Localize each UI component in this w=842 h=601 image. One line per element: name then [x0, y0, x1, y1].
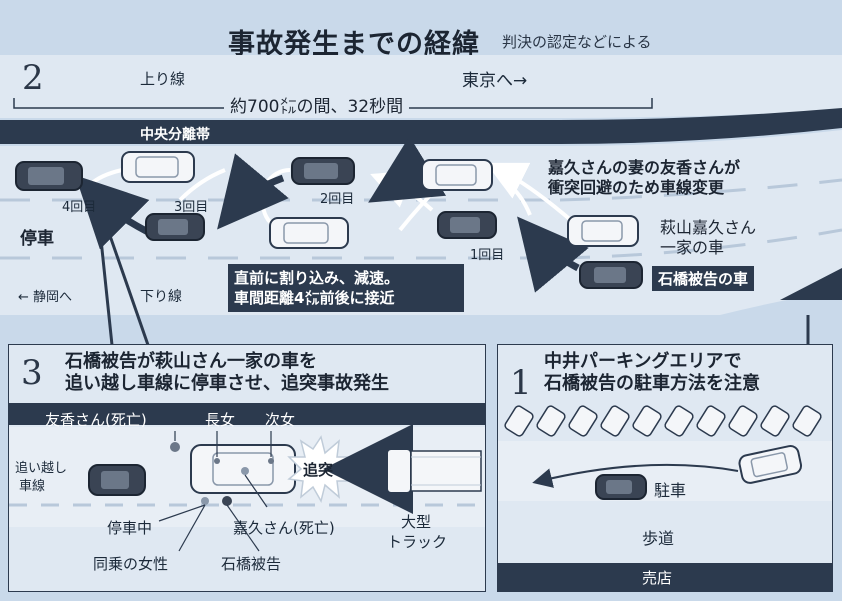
stopped-label: 停車中: [107, 519, 153, 537]
panel-1-scene: [498, 405, 832, 591]
upline-label: 上り線: [140, 70, 186, 88]
defendant-car-count2: [291, 157, 355, 185]
panel-1-number: 1: [510, 363, 532, 403]
truck-label-line2: トラック: [387, 533, 448, 551]
sidewalk-label: 歩道: [642, 529, 675, 548]
passing-lane-label-line1: 追い越し: [15, 461, 68, 476]
panel-3-title-line1: 石橋被告が萩山さん一家の車を: [65, 351, 317, 372]
median-strip: [0, 108, 842, 144]
defendant-label: 石橋被告: [221, 555, 282, 573]
median-label: 中央分離帯: [140, 127, 210, 143]
family-car-position-1: [567, 215, 639, 247]
panel-3-scene: [9, 403, 485, 552]
truck: [386, 448, 482, 494]
count4-label: 4回目: [62, 200, 97, 215]
defendant-car-label: 石橋被告の車: [652, 266, 755, 291]
toward-tokyo-label: 東京へ→: [462, 71, 528, 91]
family-car-label-line1: 萩山嘉久さん: [660, 218, 757, 237]
white-car-p1: [738, 445, 803, 484]
cutin-note-line1: 直前に割り込み、減速。: [234, 269, 400, 287]
female-passenger-label: 同乗の女性: [93, 555, 169, 573]
cutin-note-line2: 車間距離4㍍前後に接近: [234, 289, 395, 307]
cutin-note: 直前に割り込み、減速。 車間距離4㍍前後に接近: [228, 264, 464, 312]
second-label: 次女: [265, 411, 296, 429]
downline-label: 下り線: [140, 289, 182, 305]
stop-label: 停車: [20, 229, 54, 249]
parking-label: 駐車: [654, 481, 687, 500]
count2-label: 2回目: [320, 192, 355, 207]
eldest-label: 長女: [205, 411, 236, 429]
panel-3: 3 石橋被告が萩山さん一家の車を 追い越し車線に停車させ、追突事故発生 友香さん…: [8, 344, 486, 592]
yuka-label: 友香さん(死亡): [45, 411, 147, 429]
defendant-car-p1: [595, 474, 647, 500]
panel-3-title-line2: 追い越し車線に停車させ、追突事故発生: [65, 373, 389, 394]
count3-label: 3回目: [174, 200, 209, 215]
toward-shizuoka-label: ← 静岡へ: [18, 290, 73, 305]
defendant-car-count4: [15, 161, 83, 191]
collision-label: 追突: [303, 461, 334, 479]
page-title: 事故発生までの経緯: [228, 29, 480, 60]
family-car-label-line2: 一家の車: [660, 238, 725, 257]
shop-label: 売店: [642, 569, 673, 587]
panel-3-number: 3: [21, 353, 43, 393]
passing-lane-label-line2: 車線: [19, 479, 46, 494]
panel-2-number: 2: [22, 58, 44, 98]
defendant-car-count1: [437, 211, 497, 239]
upline-road: [0, 55, 842, 118]
yoshihisa-label: 嘉久さん(死亡): [233, 519, 335, 537]
panel-1-title-line2: 石橋被告の駐車方法を注意: [544, 373, 760, 394]
panel-1-title-line1: 中井パーキングエリアで: [544, 351, 742, 372]
wife-note-line2: 衝突回避のため車線変更: [548, 178, 725, 197]
family-car-position-4: [121, 151, 195, 183]
defendant-car-start: [579, 261, 643, 289]
family-car-position-3: [269, 217, 349, 249]
panel-1: 1 中井パーキングエリアで 石橋被告の駐車方法を注意 駐車 歩道 売店: [497, 344, 833, 592]
defendant-car-p3: [88, 464, 146, 496]
count1-label: 1回目: [470, 248, 505, 263]
truck-label-line1: 大型: [401, 513, 432, 531]
wife-note-line1: 嘉久さんの妻の友香さんが: [548, 158, 741, 177]
page-subtitle: 判決の認定などによる: [502, 33, 652, 51]
family-car-position-2: [421, 159, 493, 191]
distance-label: 約700㍍の間、32秒間: [224, 92, 410, 117]
defendant-car-count3: [145, 213, 205, 241]
